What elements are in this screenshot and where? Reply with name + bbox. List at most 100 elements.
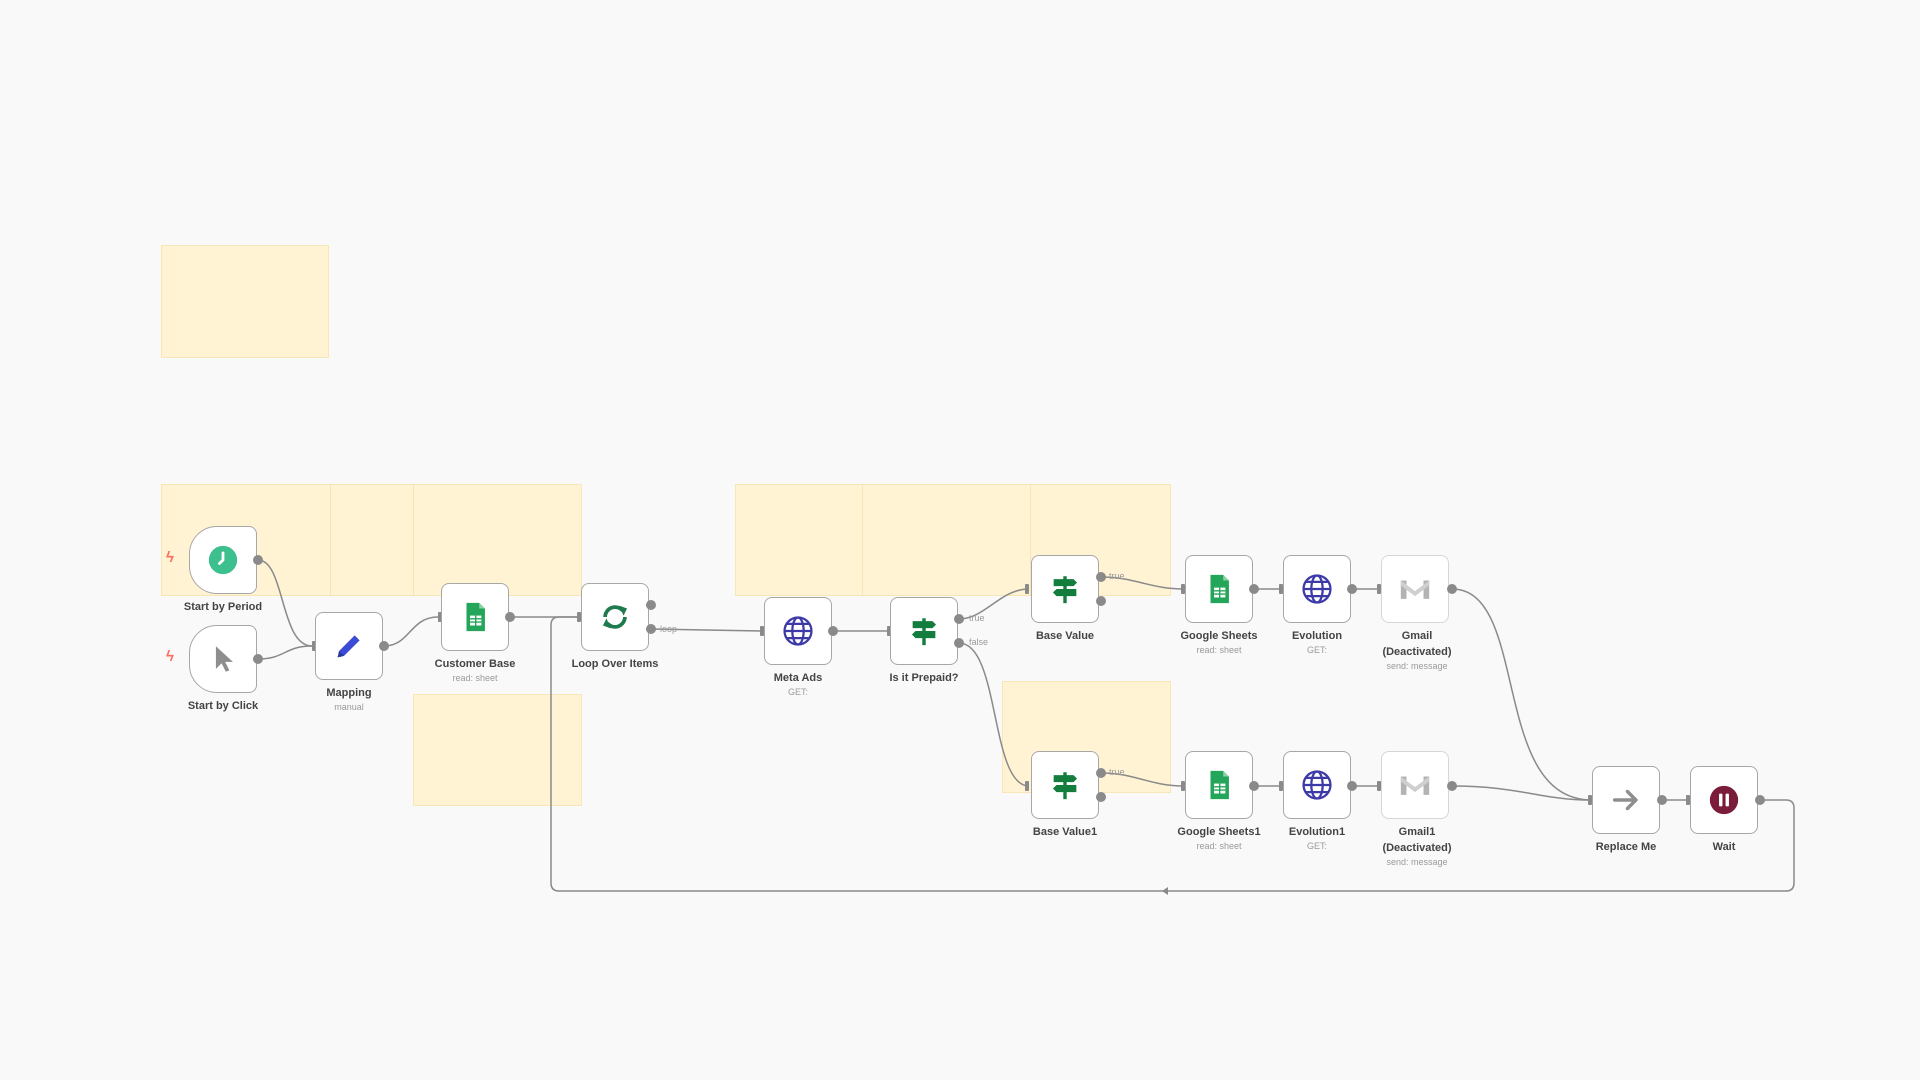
node-base-value[interactable] [1031,555,1099,623]
output-port[interactable] [379,641,389,651]
input-port[interactable] [1279,584,1283,594]
output-port[interactable] [1447,584,1457,594]
node-label: Base Value [1035,630,1095,642]
input-port[interactable] [1181,781,1185,791]
output-port[interactable] [253,654,263,664]
node-base-value1[interactable] [1031,751,1099,819]
sticky-note-divider [413,484,414,596]
node-gmail-deactivated[interactable] [1381,555,1449,623]
node-label: Start by Period [183,601,263,613]
connection [1100,576,1185,590]
node-label: Gmail1 (Deactivated)send: message [1382,826,1452,867]
sticky-note-divider [862,484,863,596]
edge-label-loop: loop [660,624,678,634]
globe-icon [1302,574,1332,604]
output-port-false[interactable] [1096,596,1106,606]
node-start-by-click[interactable] [189,625,257,693]
signpost-icon [1052,576,1078,604]
edge-label-true: true [1109,767,1125,777]
input-port[interactable] [1686,795,1690,805]
sticky-note-divider [1030,484,1031,596]
output-port-done[interactable] [646,600,656,610]
output-port[interactable] [1657,795,1667,805]
trigger-bolt-icon: ϟ [166,549,174,566]
edge-label-false: false [969,637,989,647]
output-port-loop[interactable] [646,624,656,634]
node-evolution1[interactable] [1283,751,1351,819]
input-port[interactable] [887,626,891,636]
node-evolution[interactable] [1283,555,1351,623]
output-port-false[interactable] [1096,792,1106,802]
output-port[interactable] [1447,781,1457,791]
cursor-icon [215,646,233,672]
node-label: Start by Click [187,700,259,712]
loop-icon [602,605,628,629]
input-port[interactable] [1025,584,1029,594]
output-port[interactable] [828,626,838,636]
input-port[interactable] [1279,781,1283,791]
node-google-sheets1[interactable] [1185,751,1253,819]
loop-back-connection [550,616,1795,892]
google-sheets-icon [466,602,485,632]
node-start-by-period[interactable] [189,526,257,594]
input-port[interactable] [312,641,316,651]
output-port-true[interactable] [1096,572,1106,582]
connection [257,645,313,660]
sticky-note-divider [330,484,331,596]
input-port[interactable] [577,612,581,622]
output-port[interactable] [1755,795,1765,805]
connection [650,628,762,632]
node-wait[interactable] [1690,766,1758,834]
arrow-right-icon [1612,789,1638,811]
sticky-note[interactable] [161,245,329,358]
output-port-true[interactable] [1096,768,1106,778]
google-sheets-icon [1210,574,1229,604]
connection [958,642,1030,787]
input-port[interactable] [1588,795,1592,805]
node-label: Gmail (Deactivated)send: message [1382,630,1452,671]
clock-icon [208,545,238,575]
connection [958,588,1030,620]
node-gmail1-deactivated[interactable] [1381,751,1449,819]
output-port[interactable] [1249,584,1259,594]
output-port[interactable] [1347,584,1357,594]
input-port[interactable] [760,626,764,636]
node-is-it-prepaid[interactable] [890,597,958,665]
node-replace-me[interactable] [1592,766,1660,834]
node-google-sheets[interactable] [1185,555,1253,623]
pencil-icon [337,635,360,658]
input-port[interactable] [1181,584,1185,594]
input-port[interactable] [438,612,442,622]
loop-direction-arrow [1162,887,1168,895]
node-meta-ads[interactable] [764,597,832,665]
node-label: Base Value1 [1032,826,1098,838]
globe-icon [783,616,813,646]
edge-label-true: true [1109,571,1125,581]
output-port[interactable] [1347,781,1357,791]
node-label: Is it Prepaid? [889,672,959,684]
input-port[interactable] [1377,584,1381,594]
output-port-false[interactable] [954,638,964,648]
output-port-true[interactable] [954,614,964,624]
input-port[interactable] [1377,781,1381,791]
output-port[interactable] [505,612,515,622]
output-port[interactable] [253,555,263,565]
signpost-icon [911,618,937,646]
node-customer-base[interactable] [441,583,509,651]
sticky-note[interactable] [413,694,582,806]
node-loop-over-items[interactable] [581,583,649,651]
connection [383,616,439,647]
signpost-icon [1052,772,1078,800]
output-port[interactable] [1249,781,1259,791]
node-mapping[interactable] [315,612,383,680]
input-port[interactable] [1025,781,1029,791]
connection [1451,785,1593,801]
